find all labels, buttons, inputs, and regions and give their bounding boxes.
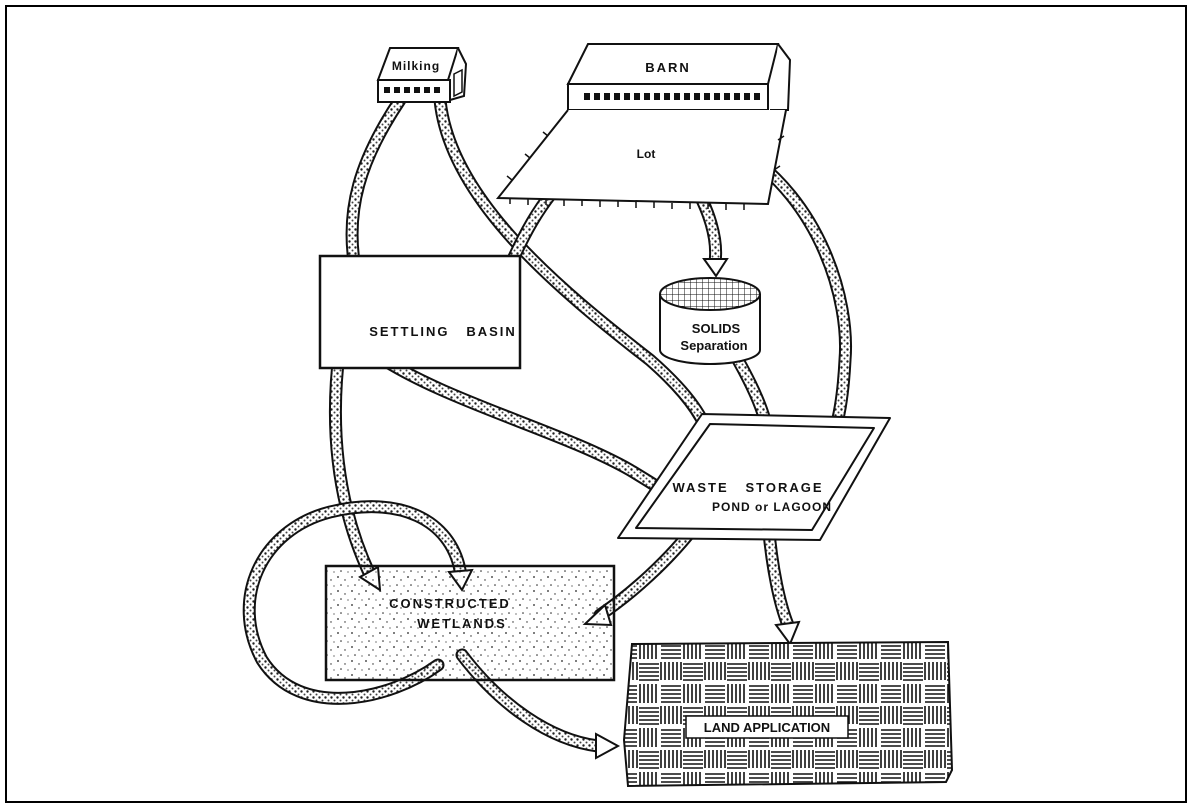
land-application-label: LAND APPLICATION xyxy=(704,720,830,735)
waste-label-line2: POND or LAGOON xyxy=(712,500,832,514)
lot-label: Lot xyxy=(637,147,656,161)
milking-windows xyxy=(384,87,440,93)
land-application-node: LAND APPLICATION xyxy=(622,640,954,788)
waste-storage-node: WASTE STORAGE POND or LAGOON xyxy=(617,413,891,541)
solids-label-line1: SOLIDS xyxy=(692,321,741,336)
settling-basin-node: SETTLING BASIN xyxy=(318,254,522,370)
solids-separation-node: SOLIDS Separation xyxy=(659,277,761,365)
milking-parlor-node: Milking xyxy=(376,47,468,103)
milking-label: Milking xyxy=(392,59,440,73)
barn-windows xyxy=(584,93,760,100)
solids-label-line2: Separation xyxy=(680,338,747,353)
barn-label: BARN xyxy=(645,60,691,75)
barn-node: BARN xyxy=(566,43,792,111)
wetlands-label-line2: WETLANDS xyxy=(417,616,507,631)
lot-fence-posts xyxy=(506,131,785,210)
lot-node: Lot xyxy=(495,109,787,210)
arrow-milking-to-settling xyxy=(341,93,407,285)
arrow-settling-to-wetlands xyxy=(328,338,382,592)
wetlands-label-line1: CONSTRUCTED xyxy=(389,596,511,611)
waste-label-line1: WASTE STORAGE xyxy=(672,480,823,495)
constructed-wetlands-node: CONSTRUCTED WETLANDS xyxy=(324,564,616,682)
settling-basin-label: SETTLING BASIN xyxy=(369,324,517,339)
arrow-settling-to-waste xyxy=(365,345,691,511)
